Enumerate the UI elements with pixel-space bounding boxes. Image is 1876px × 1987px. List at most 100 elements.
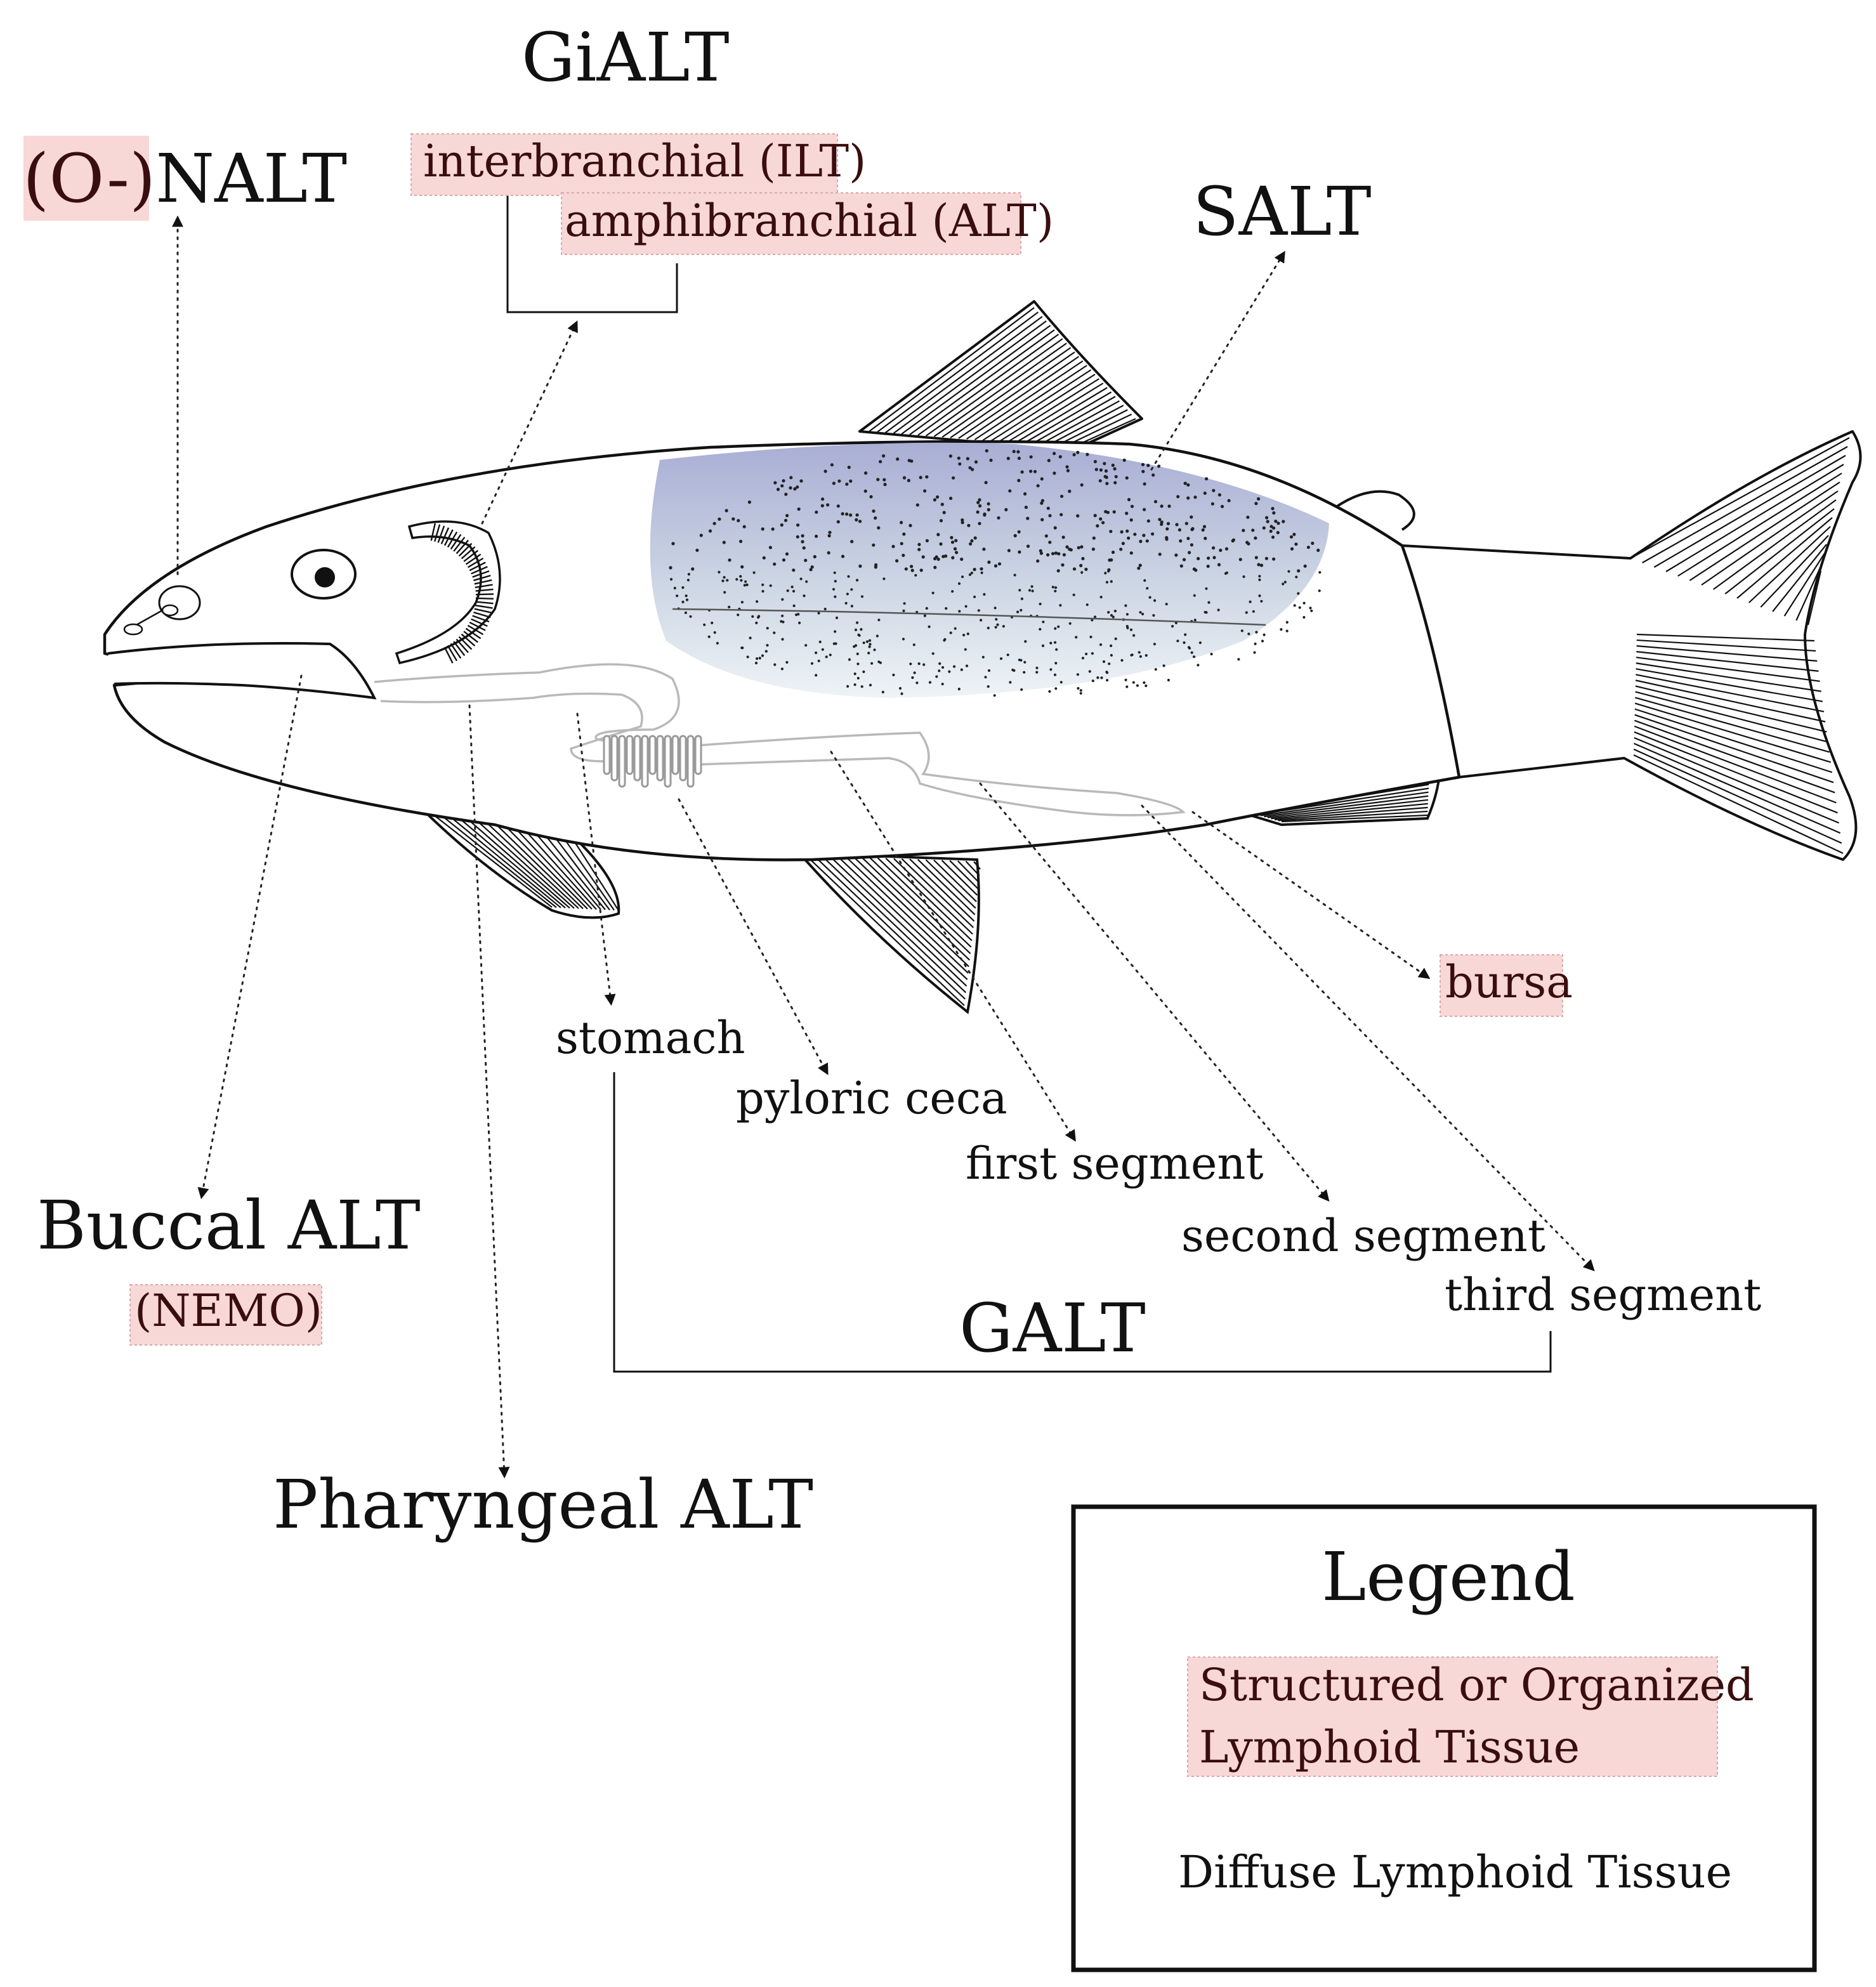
first-segment-label: first segment (966, 1138, 1264, 1190)
skin-dot (1103, 462, 1106, 466)
anal-fin-ray (1278, 810, 1428, 822)
skin-dot (1077, 686, 1080, 690)
skin-dot (1285, 620, 1289, 624)
skin-dot (785, 514, 789, 518)
skin-dot (1059, 513, 1063, 516)
skin-dot (969, 542, 973, 546)
skin-dot (1265, 516, 1269, 520)
skin-dot (1251, 528, 1255, 532)
skin-dot (781, 598, 784, 601)
skin-dot (1058, 455, 1062, 459)
legend-diffuse: Diffuse Lymphoid Tissue (1178, 1846, 1732, 1898)
pectoral-fin-ray (421, 805, 553, 908)
skin-dot (974, 460, 978, 464)
skin-dot (1245, 611, 1248, 614)
skin-dot (1184, 633, 1187, 636)
onalt-prefix: (O-) (23, 140, 155, 218)
skin-dot (1035, 671, 1039, 674)
skin-dot (669, 566, 672, 570)
skin-dot (1091, 619, 1094, 622)
skin-dot (797, 507, 801, 511)
pyloric-ceca-label: pyloric ceca (736, 1072, 1007, 1124)
skin-dot (1053, 452, 1056, 456)
skin-dot (1026, 516, 1030, 520)
skin-dot (792, 568, 796, 572)
third-segment-label: third segment (1445, 1269, 1761, 1321)
pectoral-fin-ray (490, 819, 584, 910)
caudal-fin-ray (1635, 691, 1828, 743)
skin-dot (743, 584, 746, 587)
skin-dot (931, 652, 935, 655)
gill-raker (472, 570, 490, 578)
skin-dot (847, 466, 851, 469)
skin-dot (961, 575, 964, 579)
skin-dot (856, 621, 859, 624)
skin-dot (689, 615, 692, 618)
skin-dot (1177, 528, 1181, 532)
skin-dot (1272, 511, 1276, 515)
skin-dot (933, 498, 936, 502)
skin-dot (860, 595, 864, 598)
skin-dot (1167, 678, 1170, 682)
skin-dot (1106, 511, 1110, 515)
skin-dot (1165, 527, 1169, 531)
skin-dot (1054, 627, 1057, 630)
caudal-fin-ray (1633, 754, 1844, 854)
skin-dot (849, 513, 853, 517)
skin-dot (1000, 657, 1003, 660)
skin-dot (766, 644, 769, 647)
skin-dot (789, 486, 792, 490)
skin-dot (1311, 541, 1315, 546)
skin-dot (1086, 603, 1089, 607)
skin-dot (1141, 612, 1145, 616)
skin-dot (1166, 521, 1171, 526)
skin-dot (1092, 536, 1096, 540)
skin-dot (987, 508, 990, 512)
pyloric-cecum (671, 735, 679, 775)
skin-dot (936, 495, 940, 499)
skin-dot (1165, 603, 1168, 606)
skin-dot (1167, 504, 1171, 508)
gill-raker (475, 588, 494, 592)
gill-raker (473, 612, 491, 619)
skin-dot (723, 591, 726, 594)
skin-dot (1113, 467, 1117, 471)
skin-dot (835, 616, 839, 620)
skin-dot (786, 589, 789, 593)
skin-dot (1107, 568, 1111, 572)
skin-dot (1198, 641, 1202, 645)
dorsal-fin-ray (869, 307, 1035, 432)
skin-dot (1125, 685, 1129, 688)
skin-dot (830, 463, 834, 467)
skin-dot (695, 548, 699, 552)
skin-dot (868, 639, 872, 642)
skin-dot (799, 577, 803, 580)
skin-dot (1191, 527, 1195, 531)
skin-dot (776, 487, 780, 492)
skin-dot (1139, 655, 1142, 658)
skin-dot (1259, 563, 1264, 567)
skin-dot (1040, 477, 1044, 481)
pelvic-fin-ray (909, 858, 975, 922)
skin-dot (821, 648, 824, 651)
skin-dot (1237, 658, 1240, 661)
skin-dot (1110, 580, 1113, 583)
leader-stomach (576, 712, 616, 1006)
skin-dot (1081, 657, 1085, 660)
leader-buccal (197, 674, 303, 1200)
skin-dot (699, 534, 703, 537)
skin-dot (1049, 641, 1053, 645)
skin-dot (915, 503, 919, 507)
gill-raker (465, 553, 482, 565)
skin-dot (1094, 468, 1098, 471)
skin-dot (780, 484, 784, 488)
skin-dot (823, 607, 827, 611)
skin-dot (1056, 569, 1060, 573)
legend: Legend Structured or Organized Lymphoid … (1071, 1504, 1817, 1972)
skin-dot (796, 535, 799, 539)
skin-dot (1205, 611, 1208, 614)
skin-dot (773, 631, 776, 634)
caudal-fin-ray (1636, 668, 1823, 702)
dorsal-fin-ray (974, 365, 1087, 440)
skin-dot (989, 458, 993, 462)
